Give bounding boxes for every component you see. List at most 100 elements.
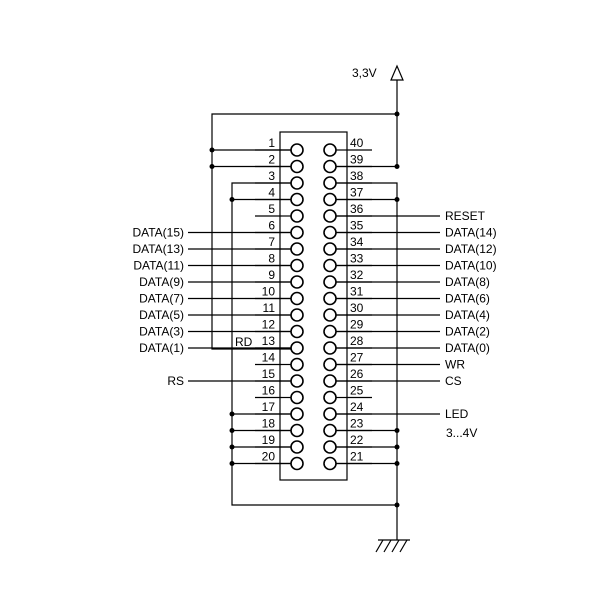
right-pin-number: 32 bbox=[350, 268, 364, 282]
right-pin-number: 24 bbox=[350, 400, 364, 414]
left-signal-label: DATA(5) bbox=[139, 308, 184, 322]
right-pin-number: 31 bbox=[350, 285, 364, 299]
right-signal-label: DATA(10) bbox=[445, 259, 497, 273]
left-signal-label: RS bbox=[167, 374, 184, 388]
junction-dot bbox=[229, 461, 235, 466]
right-pin-number: 26 bbox=[350, 367, 364, 381]
left-pin-number: 4 bbox=[268, 186, 275, 200]
left-pin-number: 2 bbox=[268, 153, 275, 167]
right-pin-number: 22 bbox=[350, 433, 364, 447]
pin-socket bbox=[323, 390, 337, 405]
right-signal-label: WR bbox=[445, 358, 465, 372]
pin-socket bbox=[290, 440, 304, 454]
pin-socket bbox=[290, 324, 304, 339]
left-signal-label: DATA(9) bbox=[139, 275, 184, 289]
pin-socket bbox=[290, 242, 304, 256]
pin-socket bbox=[290, 275, 304, 289]
right-pin-number: 25 bbox=[350, 384, 364, 398]
right-pin-number: 30 bbox=[350, 301, 364, 315]
right-pin-number: 27 bbox=[350, 351, 364, 365]
left-pin-number: 9 bbox=[268, 268, 275, 282]
pin-socket bbox=[290, 209, 304, 223]
pin-socket bbox=[290, 225, 304, 240]
junction-dot bbox=[209, 164, 215, 169]
right-ground-rail bbox=[330, 182, 398, 505]
right-pin-number: 39 bbox=[350, 153, 364, 167]
signal-wires: RESETDATA(15)DATA(14)DATA(13)DATA(12)DAT… bbox=[132, 149, 497, 465]
right-pin-number: 34 bbox=[350, 235, 364, 249]
left-signal-label: DATA(3) bbox=[139, 325, 184, 339]
pin-socket bbox=[290, 390, 304, 405]
connector-body bbox=[279, 131, 348, 481]
right-signal-label: CS bbox=[445, 374, 462, 388]
pin-socket bbox=[323, 324, 337, 339]
pin-socket bbox=[323, 209, 337, 223]
left-pin-number: 20 bbox=[262, 450, 276, 464]
left-signal-label: DATA(13) bbox=[132, 242, 184, 256]
pin-socket bbox=[290, 291, 304, 306]
pin-socket bbox=[323, 357, 337, 372]
vcc-loop-wire bbox=[211, 113, 397, 350]
left-signal-label: DATA(11) bbox=[133, 259, 184, 273]
junction-dot bbox=[394, 502, 400, 508]
left-pin-number: 1 bbox=[268, 136, 275, 150]
power-arrow-icon bbox=[390, 64, 404, 81]
pin-socket bbox=[323, 423, 337, 438]
pin-socket bbox=[323, 242, 337, 256]
left-pin-number: 8 bbox=[268, 252, 275, 266]
right-signal-label: DATA(6) bbox=[445, 292, 490, 306]
junction-dot bbox=[394, 197, 400, 202]
right-pin-number: 36 bbox=[350, 202, 364, 216]
pin-socket bbox=[290, 456, 304, 471]
junction-dots bbox=[209, 111, 400, 508]
junction-dot bbox=[394, 111, 400, 117]
left-pin-number: 7 bbox=[268, 235, 275, 249]
pin-socket bbox=[323, 159, 337, 174]
pin-socket bbox=[323, 374, 337, 388]
right-pin-number: 38 bbox=[350, 169, 364, 183]
right-pin-number: 33 bbox=[350, 252, 364, 266]
left-pin-number: 15 bbox=[262, 367, 276, 381]
right-pin-number: 37 bbox=[350, 186, 364, 200]
left-pin-number: 16 bbox=[262, 384, 276, 398]
left-signal-label: DATA(7) bbox=[139, 292, 184, 306]
left-pin-number: 10 bbox=[262, 285, 276, 299]
junction-dot bbox=[394, 444, 400, 450]
right-signal-label: RESET bbox=[445, 209, 486, 223]
left-ground-rail bbox=[231, 182, 397, 506]
junction-dot bbox=[209, 147, 215, 153]
left-pin-number: 12 bbox=[262, 318, 276, 332]
pin-socket bbox=[290, 423, 304, 438]
pin-socket bbox=[290, 374, 304, 388]
pin-socket bbox=[290, 407, 304, 421]
pin-socket bbox=[290, 258, 304, 273]
pin-socket bbox=[323, 275, 337, 289]
junction-dot bbox=[229, 411, 235, 417]
junction-dot bbox=[229, 444, 235, 450]
led-voltage-label: 3...4V bbox=[446, 426, 477, 440]
junction-dot bbox=[229, 197, 235, 202]
left-pin-number: 6 bbox=[268, 219, 275, 233]
right-signal-label: DATA(2) bbox=[445, 325, 490, 339]
right-signal-label: DATA(0) bbox=[445, 341, 490, 355]
right-pin-number: 29 bbox=[350, 318, 364, 332]
left-pin-number: 11 bbox=[263, 301, 276, 315]
left-signal-label: DATA(15) bbox=[132, 226, 184, 240]
junction-dot bbox=[394, 428, 400, 433]
pin-socket bbox=[323, 456, 337, 471]
pin-socket bbox=[323, 258, 337, 273]
pin-socket bbox=[323, 407, 337, 421]
left-pin-number: 14 bbox=[262, 351, 276, 365]
pin-socket bbox=[323, 176, 337, 190]
right-pin-number: 35 bbox=[350, 219, 364, 233]
right-pin-number: 21 bbox=[350, 450, 364, 464]
ground-icon bbox=[375, 539, 408, 553]
left-pin-number: 17 bbox=[262, 400, 276, 414]
junction-dot bbox=[394, 164, 400, 169]
pin-socket bbox=[323, 308, 337, 322]
pin-socket bbox=[290, 192, 304, 207]
right-signal-label: DATA(4) bbox=[445, 308, 490, 322]
pin-socket bbox=[323, 291, 337, 306]
